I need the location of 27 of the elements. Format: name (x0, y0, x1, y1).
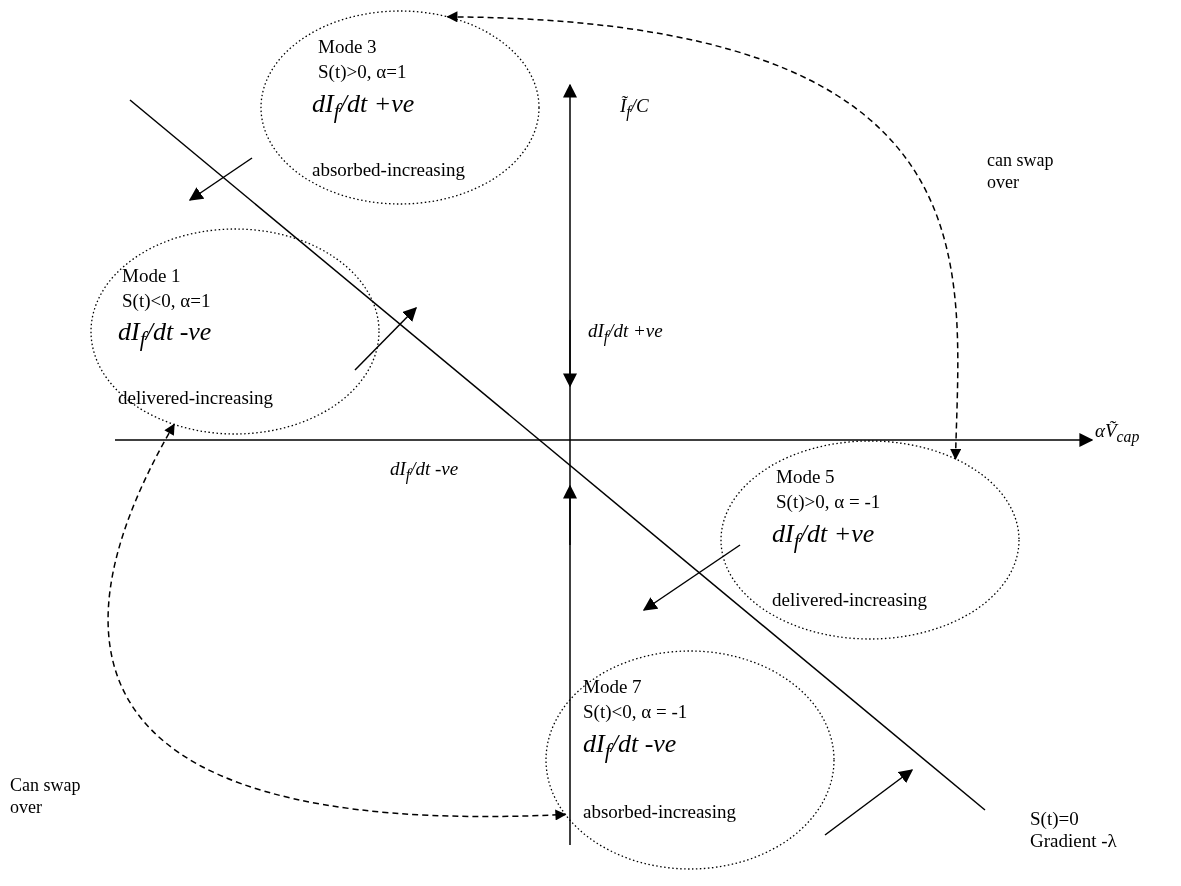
derivative-label: dI$_{f}$/dt +ve (588, 320, 663, 346)
condition-text: S(t)>0, α=1 (318, 60, 407, 84)
mode-label: Mode 7 (583, 675, 642, 699)
state-text: absorbed-increasing (312, 158, 465, 182)
swap-arrow (446, 11, 962, 460)
mode-ellipse (90, 228, 380, 435)
state-text: absorbed-increasing (583, 800, 736, 824)
derivative-label: dI$_{f}$/dt -ve (390, 458, 459, 484)
axis-label: αṼ$_{cap}$ (1095, 420, 1140, 446)
mode-label: Mode 5 (776, 465, 835, 489)
axis-label: Ĩ$_{f}$/C (620, 95, 649, 121)
mode-ellipse (545, 650, 835, 870)
derivative-text: dI$_{f}$/dt -ve (583, 728, 677, 766)
swap-arrow (107, 423, 567, 821)
condition-text: S(t)<0, α = -1 (583, 700, 688, 724)
state-text: delivered-increasing (772, 588, 928, 612)
derivative-text: dI$_{f}$/dt +ve (772, 518, 875, 556)
derivative-text: dI$_{f}$/dt +ve (312, 88, 415, 126)
switching-line-label: S(t)=0 Gradient -λ (1030, 808, 1118, 852)
mode-label: Mode 3 (318, 35, 377, 59)
mode-ellipse (260, 10, 540, 205)
mode-label: Mode 1 (122, 264, 181, 288)
mode-ellipse (720, 440, 1020, 640)
condition-text: S(t)>0, α = -1 (776, 490, 881, 514)
condition-text: S(t)<0, α=1 (122, 289, 211, 313)
derivative-text: dI$_{f}$/dt -ve (118, 316, 212, 354)
state-text: delivered-increasing (118, 386, 274, 410)
